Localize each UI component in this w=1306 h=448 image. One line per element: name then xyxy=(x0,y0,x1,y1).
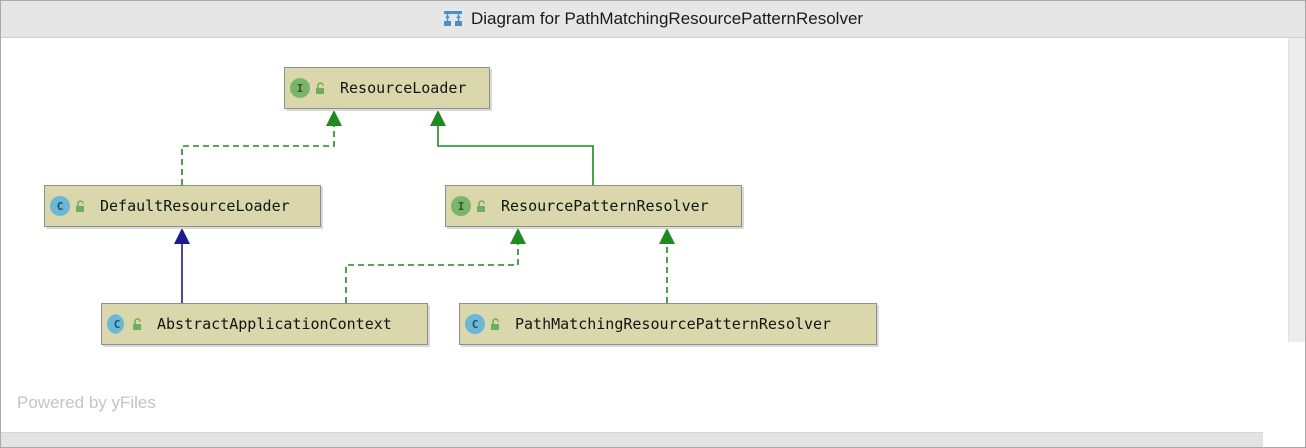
unlocked-icon xyxy=(489,317,503,331)
node-label: DefaultResourceLoader xyxy=(100,197,290,215)
arrowhead-resource-pattern-resolver-right xyxy=(659,228,675,244)
abstract-class-icon: C xyxy=(107,314,127,334)
diagram-canvas[interactable]: I ResourceLoader C DefaultResourceLoader… xyxy=(1,38,1305,447)
node-label: PathMatchingResourcePatternResolver xyxy=(515,315,832,333)
yfiles-watermark: Powered by yFiles xyxy=(17,393,156,412)
node-path-matching-resource-pattern-resolver[interactable]: C PathMatchingResourcePatternResolver xyxy=(459,303,877,345)
interface-icon: I xyxy=(290,78,310,98)
unlocked-icon xyxy=(475,199,489,213)
class-icon: C xyxy=(50,196,70,216)
class-diagram-icon xyxy=(443,10,463,28)
title-bar: Diagram for PathMatchingResourcePatternR… xyxy=(1,1,1305,38)
node-label: ResourcePatternResolver xyxy=(501,197,709,215)
unlocked-icon xyxy=(314,81,328,95)
arrowhead-resource-pattern-resolver-left xyxy=(510,228,526,244)
edge-abstract-application-context-to-resource-pattern-resolver xyxy=(345,243,519,303)
node-default-resource-loader[interactable]: C DefaultResourceLoader xyxy=(44,185,321,227)
node-label: ResourceLoader xyxy=(340,79,467,97)
unlocked-icon xyxy=(131,317,145,331)
class-icon: C xyxy=(465,314,485,334)
arrowhead-resource-loader-left xyxy=(326,110,342,126)
horizontal-scrollbar[interactable] xyxy=(1,432,1263,447)
arrowhead-default-resource-loader xyxy=(174,228,190,244)
arrowhead-resource-loader-right xyxy=(430,110,446,126)
window-title: Diagram for PathMatchingResourcePatternR… xyxy=(470,9,864,28)
node-label: AbstractApplicationContext xyxy=(157,315,392,333)
edge-default-resource-loader-to-resource-loader xyxy=(181,125,335,185)
vertical-scrollbar[interactable] xyxy=(1288,38,1305,342)
node-abstract-application-context[interactable]: C AbstractApplicationContext xyxy=(101,303,428,345)
node-resource-loader[interactable]: I ResourceLoader xyxy=(284,67,490,109)
edge-resource-pattern-resolver-to-resource-loader xyxy=(437,125,594,185)
node-resource-pattern-resolver[interactable]: I ResourcePatternResolver xyxy=(445,185,742,227)
unlocked-icon xyxy=(74,199,88,213)
diagram-edges xyxy=(174,110,675,303)
interface-icon: I xyxy=(451,196,471,216)
